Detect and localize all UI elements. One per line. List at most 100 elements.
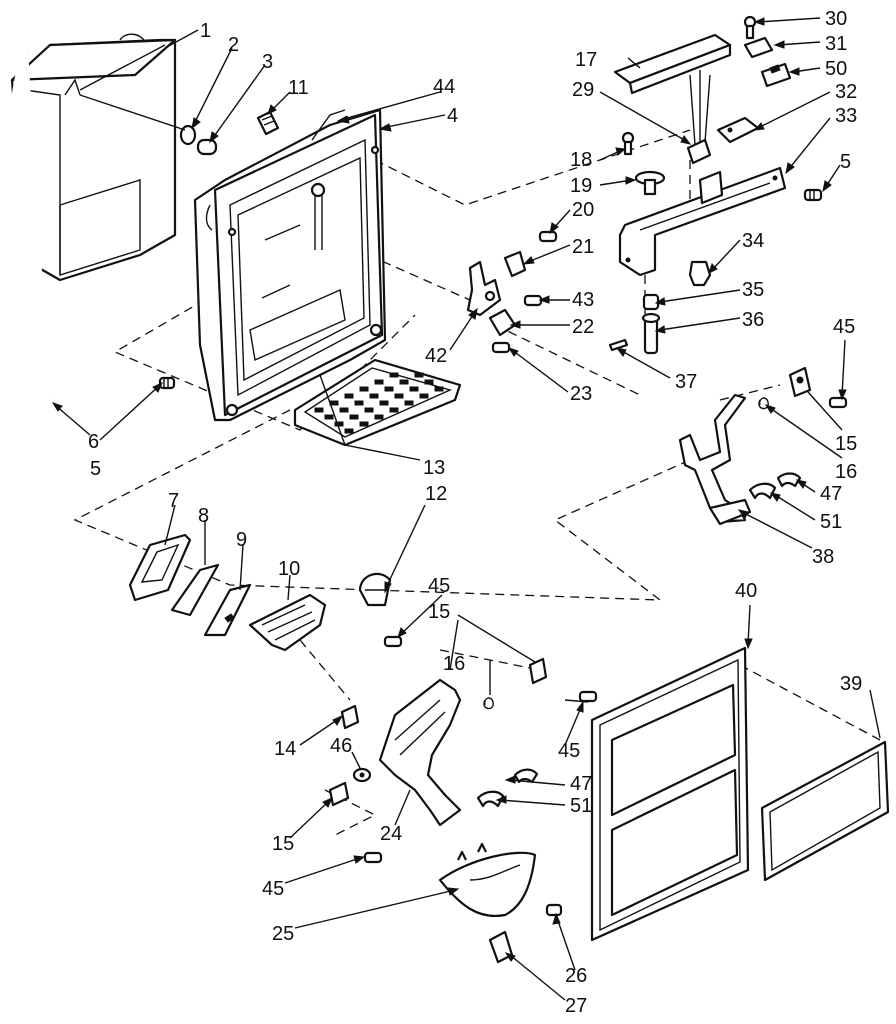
callout-13: 13 [423, 457, 445, 479]
part-42-actuator-arm [466, 260, 502, 317]
part-35-spring [642, 293, 660, 311]
callout-46: 46 [330, 735, 352, 757]
callout-26: 26 [565, 965, 587, 987]
part-51-pad-right [748, 482, 777, 500]
part-15-clip-mid [528, 657, 548, 685]
callout-21: 21 [572, 236, 594, 258]
part-2-ring [79, 94, 197, 146]
part-18-screw [621, 131, 635, 156]
part-24-lever [378, 678, 462, 827]
callout-18: 18 [570, 149, 592, 171]
part-11-wire-nut [256, 110, 280, 136]
part-5-screw-right [803, 188, 823, 202]
part-3-bushing [196, 138, 218, 156]
callout-14: 14 [274, 738, 296, 760]
callout-44: 44 [433, 76, 455, 98]
callout-20: 20 [572, 199, 594, 221]
part-15-clip-right [788, 366, 812, 398]
callout-15-mid: 15 [428, 601, 450, 623]
callout-16-mid: 16 [443, 653, 465, 675]
part-45-screw-mid-upper [383, 635, 403, 648]
callout-43: 43 [572, 289, 594, 311]
callout-42: 42 [425, 345, 447, 367]
callout-17: 17 [575, 49, 597, 71]
part-19-valve-cap [634, 170, 666, 196]
part-38-lever-arm [678, 393, 752, 526]
callout-22: 22 [572, 316, 594, 338]
grille-slots [314, 372, 444, 434]
part-22-roller [488, 308, 517, 337]
part-34-plunger-tip [688, 260, 712, 287]
callout-47-lower: 47 [570, 773, 592, 795]
part-37-pin [608, 338, 629, 352]
part-45-screw-mid-right [578, 690, 598, 703]
part-4-dispenser-housing [193, 108, 387, 422]
callout-1: 1 [200, 20, 211, 42]
part-21-clip [503, 250, 527, 278]
part-45-screw-right [828, 396, 848, 409]
part-13-grille [293, 358, 462, 447]
callout-15-right: 15 [835, 433, 857, 455]
part-7-frame-plate [128, 533, 192, 602]
callout-27: 27 [565, 995, 587, 1017]
callout-5-right: 5 [840, 151, 851, 173]
callout-8: 8 [198, 505, 209, 527]
callout-15-lower: 15 [272, 833, 294, 855]
part-5-screw-left [158, 376, 176, 390]
callout-51-right: 51 [820, 511, 842, 533]
part-20-screw [538, 230, 558, 243]
part-16-spring-mid [483, 697, 494, 710]
part-51-pad-lower [476, 790, 505, 808]
part-31-clip [743, 36, 774, 59]
part-23-screw [491, 341, 511, 354]
callout-37: 37 [675, 371, 697, 393]
callout-30: 30 [825, 8, 847, 30]
callout-45-lower-left: 45 [262, 878, 284, 900]
callout-5-left: 5 [90, 458, 101, 480]
callout-32: 32 [835, 81, 857, 103]
callout-16-right: 16 [835, 461, 857, 483]
callout-35: 35 [742, 279, 764, 301]
callout-33: 33 [835, 105, 857, 127]
callout-12: 12 [425, 483, 447, 505]
callout-6: 6 [88, 431, 99, 453]
part-16-spring-right [758, 397, 769, 410]
part-40-door-panel [590, 646, 750, 942]
part-33-mounting-bracket [618, 166, 787, 277]
callout-36: 36 [742, 309, 764, 331]
part-15-clip-lower [328, 781, 350, 807]
callout-38: 38 [812, 546, 834, 568]
part-25-drip-tray [438, 842, 537, 918]
part-47-pad-right [776, 472, 802, 488]
callout-45-right: 45 [833, 316, 855, 338]
part-30-screw [743, 15, 757, 40]
part-14-clip [340, 704, 360, 730]
part-26-screw [545, 903, 563, 917]
part-46-washer [352, 767, 372, 783]
part-32-bracket [716, 116, 760, 144]
part-50-switch [760, 62, 792, 88]
part-45-screw-lower-left [363, 851, 383, 864]
callout-47-right: 47 [820, 483, 842, 505]
callout-40: 40 [735, 580, 757, 602]
part-10-switch-plate [248, 593, 327, 652]
callout-11: 11 [288, 77, 309, 99]
callout-45-mid-upper: 45 [428, 575, 450, 597]
callout-25: 25 [272, 923, 294, 945]
part-9-plate [203, 583, 252, 637]
callout-10: 10 [278, 558, 300, 580]
callout-24: 24 [380, 823, 402, 845]
callout-45-mid-right: 45 [558, 740, 580, 762]
callout-4: 4 [447, 105, 458, 127]
callout-3: 3 [262, 51, 273, 73]
callout-29: 29 [572, 79, 594, 101]
callout-51-lower: 51 [570, 795, 592, 817]
part-43-screw [523, 294, 543, 307]
part-12-cover [358, 572, 392, 607]
callout-50: 50 [825, 58, 847, 80]
callout-39: 39 [840, 673, 862, 695]
part-6-water-tube [8, 48, 52, 401]
leader-lines [51, 17, 881, 1001]
part-29-solenoid [686, 70, 712, 165]
part-1-ice-bin-housing [10, 33, 177, 282]
